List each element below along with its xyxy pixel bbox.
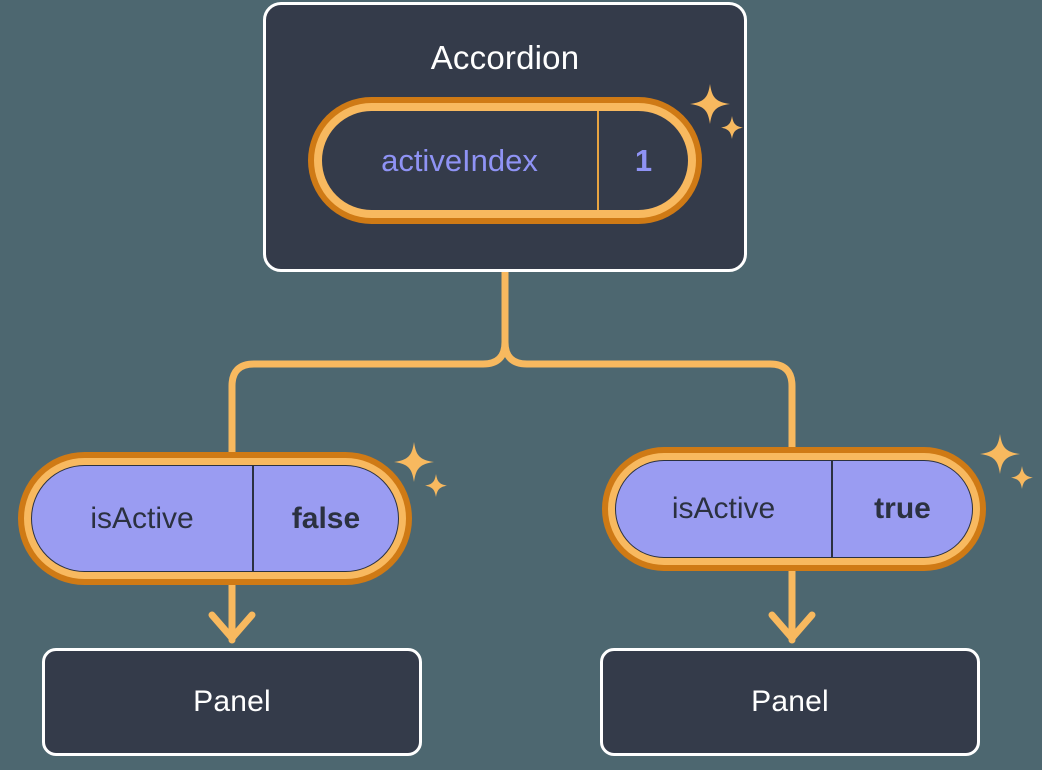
state-pill-inner-ring: isActive true [608,453,980,565]
state-pill-inner-ring: isActive false [24,458,406,579]
state-pill-active-index[interactable]: activeIndex 1 [308,97,702,224]
state-pill-is-active-left[interactable]: isActive false [18,452,412,585]
state-pill-key: isActive [616,461,833,557]
arrow-head-right-icon [768,611,816,642]
state-pill-value: true [874,492,931,525]
state-pill-body: isActive true [615,460,973,558]
state-pill-inner-ring: activeIndex 1 [314,103,696,218]
state-pill-value: 1 [634,143,653,178]
wire-trunk-split-right [501,338,796,451]
node-panel-left[interactable]: Panel [42,648,422,756]
state-pill-key: isActive [32,466,254,571]
state-pill-body: isActive false [31,465,399,572]
sparkle-four-point-large-icon [394,442,434,482]
state-pill-key: activeIndex [322,111,599,210]
node-panel-left-title: Panel [193,685,271,718]
state-pill-is-active-right[interactable]: isActive true [602,447,986,571]
node-panel-right[interactable]: Panel [600,648,980,756]
sparkle-four-point-small-icon [1011,466,1033,489]
arrow-head-left-icon [208,611,256,642]
sparkle-four-point-small-icon [425,474,447,497]
state-pill-value: false [291,501,361,535]
sparkle-group-right-pill [978,432,1038,507]
wire-trunk-split [228,268,509,456]
sparkle-four-point-large-icon [980,434,1020,474]
state-pill-body: activeIndex 1 [321,110,689,211]
node-accordion-title: Accordion [430,39,580,76]
node-panel-right-title: Panel [751,685,829,718]
